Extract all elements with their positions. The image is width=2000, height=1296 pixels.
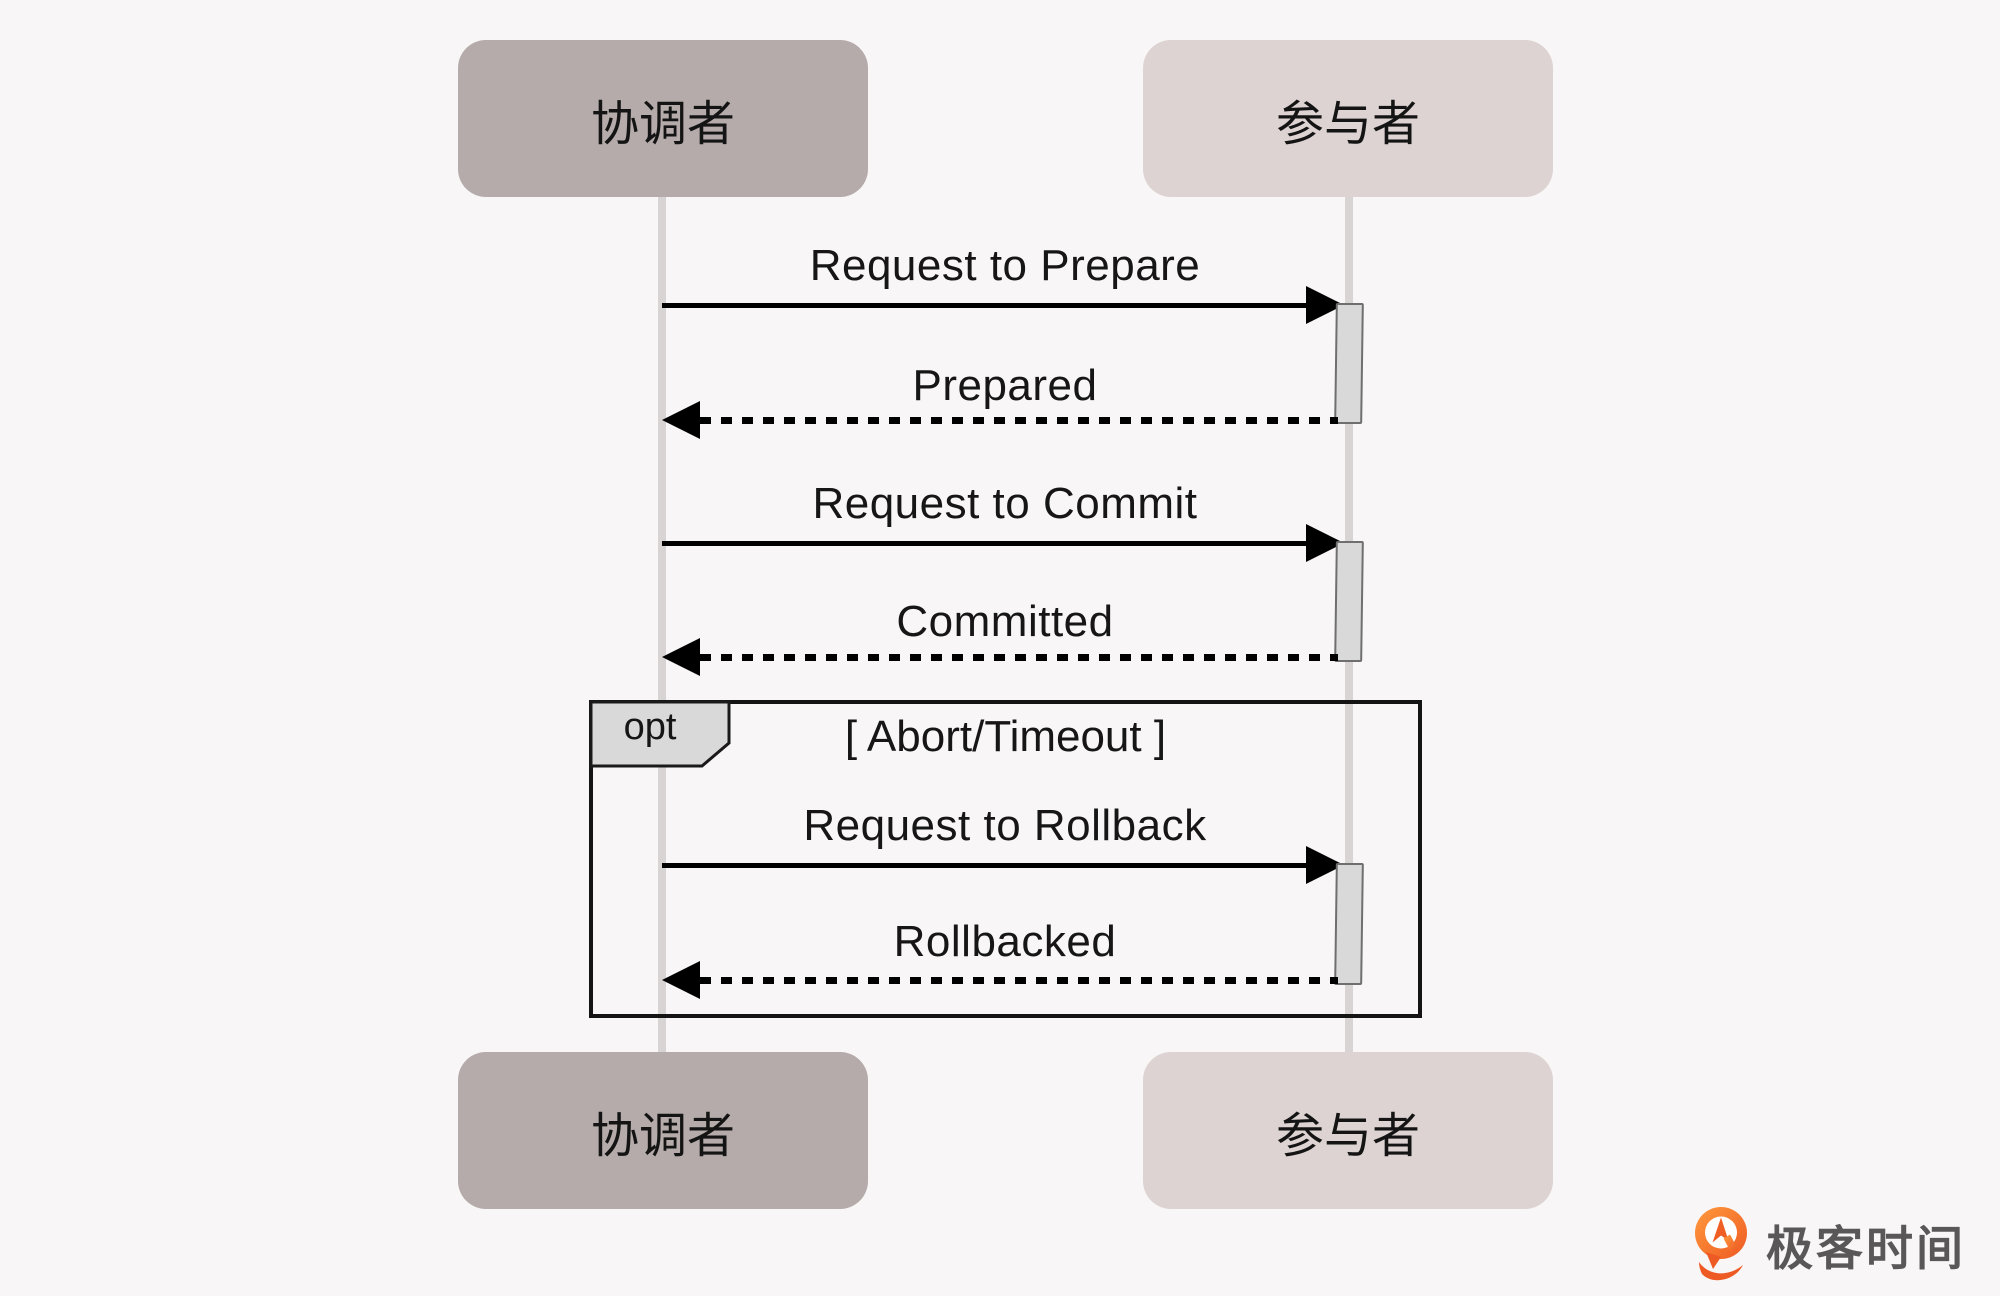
actor-box-coordinator-top: 协调者 <box>458 40 868 197</box>
message-label-request-to-prepare: Request to Prepare <box>809 241 1201 290</box>
arrowhead-left-icon <box>662 401 700 439</box>
opt-operator-label: opt <box>623 706 677 748</box>
opt-fragment-frame <box>589 700 1422 1018</box>
actor-box-coordinator-bottom: 协调者 <box>458 1052 868 1209</box>
actor-label-participant: 参与者 <box>1275 97 1420 151</box>
actor-label-participant: 参与者 <box>1275 1109 1420 1163</box>
message-label-rollbacked: Rollbacked <box>893 917 1117 966</box>
actor-label-coordinator: 协调者 <box>590 97 735 151</box>
message-line-prepared <box>700 417 1338 424</box>
message-label-request-to-rollback: Request to Rollback <box>803 801 1207 850</box>
actor-label-coordinator: 协调者 <box>590 1109 735 1163</box>
arrowhead-left-icon <box>662 961 700 999</box>
message-line-request-to-prepare <box>662 303 1342 308</box>
geektime-logo: 极客时间 <box>1690 1202 1990 1286</box>
message-label-prepared: Prepared <box>912 361 1098 410</box>
message-label-committed: Committed <box>896 597 1114 646</box>
message-line-committed <box>700 654 1338 661</box>
message-line-request-to-rollback <box>662 863 1342 868</box>
opt-fragment-tab <box>589 700 731 768</box>
actor-box-participant-top: 参与者 <box>1143 40 1553 197</box>
geektime-logo-icon <box>1695 1207 1747 1281</box>
lifeline-coordinator <box>658 197 666 1052</box>
actor-box-participant-bottom: 参与者 <box>1143 1052 1553 1209</box>
message-line-request-to-commit <box>662 541 1342 546</box>
opt-guard-label: [ Abort/Timeout ] <box>844 712 1167 761</box>
arrowhead-left-icon <box>662 638 700 676</box>
message-line-rollbacked <box>700 977 1338 984</box>
message-label-request-to-commit: Request to Commit <box>812 479 1198 528</box>
geektime-logo-text: 极客时间 <box>1766 1221 1966 1275</box>
